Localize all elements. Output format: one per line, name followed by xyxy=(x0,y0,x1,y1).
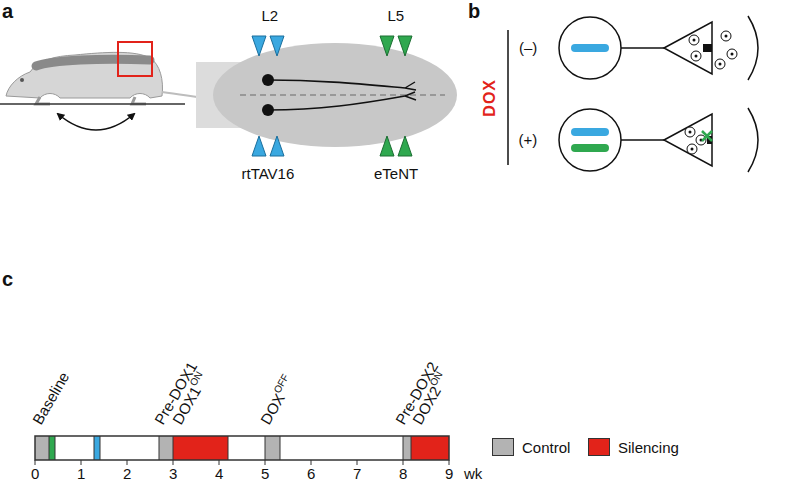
label: 8 xyxy=(399,466,407,483)
text-label: DOX xyxy=(257,391,288,428)
text-label: b xyxy=(468,0,480,22)
label: wk xyxy=(464,466,482,483)
label: 4 xyxy=(215,466,223,483)
label: (–) xyxy=(519,40,537,57)
text-label: rtTAV16 xyxy=(242,165,295,182)
text-label: (+) xyxy=(519,131,538,148)
label: L2 xyxy=(262,8,279,25)
panel-letter: b xyxy=(468,0,480,22)
label: 2 xyxy=(123,466,131,483)
dox-label: DOX xyxy=(481,79,499,117)
label: 3 xyxy=(169,466,177,483)
timeline-bar xyxy=(35,436,449,465)
text-label: 3 xyxy=(169,465,177,482)
text-label: eTeNT xyxy=(374,165,418,182)
timepoint-label: Baseline xyxy=(30,369,73,427)
legend-item: Control xyxy=(492,438,570,456)
text-label: 5 xyxy=(261,465,269,482)
text-label: 8 xyxy=(399,465,407,482)
label: rtTAV16 xyxy=(242,166,295,183)
text-label: L2 xyxy=(262,7,279,24)
label: (+) xyxy=(519,132,538,149)
mouse-illustration xyxy=(0,42,220,130)
synapse-schematic xyxy=(508,16,758,172)
legend-swatch xyxy=(588,438,610,456)
legend-item: Silencing xyxy=(588,438,679,456)
label: L5 xyxy=(388,8,405,25)
label: 9 xyxy=(445,466,453,483)
text-label: 6 xyxy=(307,465,315,482)
label: 1 xyxy=(77,466,85,483)
label: 0 xyxy=(31,466,39,483)
timepoint-label: DOXOFF xyxy=(258,374,299,428)
text-label: c xyxy=(2,268,13,290)
text-label: 9 xyxy=(445,465,453,482)
text-label: 7 xyxy=(353,465,361,482)
text-label: (–) xyxy=(519,39,537,56)
legend-swatch xyxy=(492,438,514,456)
label: 5 xyxy=(261,466,269,483)
text-label: 0 xyxy=(31,465,39,482)
text-label: DOX xyxy=(481,79,498,117)
text-label: 1 xyxy=(77,465,85,482)
label: 6 xyxy=(307,466,315,483)
text-label: 2 xyxy=(123,465,131,482)
text-label: 4 xyxy=(215,465,223,482)
label: eTeNT xyxy=(374,166,418,183)
text-label: Baseline xyxy=(29,369,72,427)
label: 7 xyxy=(353,466,361,483)
panel-letter: c xyxy=(2,268,13,290)
panel-letter: a xyxy=(2,0,13,22)
text-label: a xyxy=(2,0,13,22)
legend-text: Silencing xyxy=(618,439,679,456)
text-label: L5 xyxy=(388,7,405,24)
spinal-cord-schematic xyxy=(196,36,457,156)
text-label: wk xyxy=(464,465,482,482)
legend-text: Control xyxy=(522,439,570,456)
